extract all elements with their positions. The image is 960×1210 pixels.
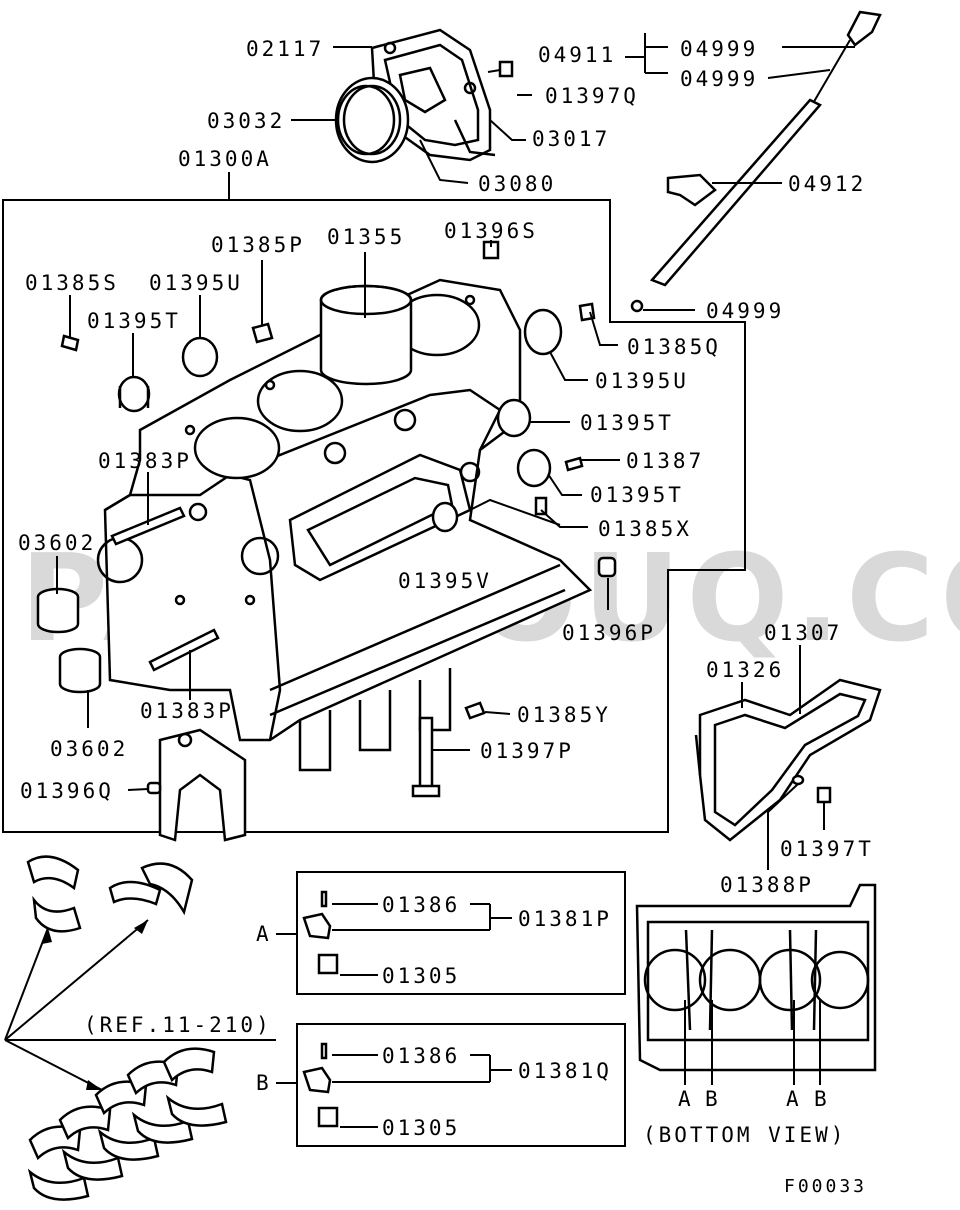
bolt-01397p[interactable] xyxy=(411,716,441,798)
cap-01395t-right-upper[interactable] xyxy=(496,398,532,438)
thrust-bearing-upper[interactable] xyxy=(26,855,82,933)
label-04911[interactable]: 04911 xyxy=(538,43,616,67)
block-bottom-view[interactable] xyxy=(635,883,877,1085)
label-01395u-right[interactable]: 01395U xyxy=(595,369,689,393)
oil-jet-a[interactable] xyxy=(302,890,339,975)
leader-lines xyxy=(56,33,855,1128)
label-01396q[interactable]: 01396Q xyxy=(20,779,114,803)
label-01300a[interactable]: 01300A xyxy=(178,147,272,171)
label-bottom-view: (BOTTOM VIEW) xyxy=(643,1123,846,1147)
label-01396p[interactable]: 01396P xyxy=(562,621,656,645)
label-01305-a[interactable]: 01305 xyxy=(382,964,460,988)
label-03602-upper[interactable]: 03602 xyxy=(18,531,96,555)
bushing-upper[interactable] xyxy=(36,587,80,634)
label-01386-a[interactable]: 01386 xyxy=(382,893,460,917)
cap-01395v[interactable] xyxy=(431,501,459,533)
dowel-01396q[interactable] xyxy=(146,781,162,795)
label-01387[interactable]: 01387 xyxy=(626,449,704,473)
reference-arrows xyxy=(4,919,276,1091)
label-01386-b[interactable]: 01386 xyxy=(382,1044,460,1068)
label-01385p[interactable]: 01385P xyxy=(211,233,305,257)
label-01397p[interactable]: 01397P xyxy=(480,739,574,763)
cap-01395u-left[interactable] xyxy=(181,336,219,378)
label-01381q[interactable]: 01381Q xyxy=(518,1059,612,1083)
label-01383p-upper[interactable]: 01383P xyxy=(98,449,192,473)
label-bottom-b1: B xyxy=(705,1087,721,1111)
main-bearing-set[interactable] xyxy=(27,1047,228,1201)
dipstick-guide-tube[interactable] xyxy=(630,98,822,313)
label-bottom-a2: A xyxy=(786,1087,802,1111)
label-01383p-lower[interactable]: 01383P xyxy=(140,699,234,723)
label-01385y[interactable]: 01385Y xyxy=(517,703,611,727)
label-01395t-right[interactable]: 01395T xyxy=(580,411,674,435)
part-labels: 02117 04911 04999 04999 01397Q 03032 030… xyxy=(18,37,874,1197)
cap-01395t-right-lower[interactable] xyxy=(516,448,552,488)
label-01385s[interactable]: 01385S xyxy=(25,271,119,295)
cylinder-block[interactable] xyxy=(96,278,593,772)
label-04999-upper[interactable]: 04999 xyxy=(680,37,758,61)
label-01395t-left[interactable]: 01395T xyxy=(87,309,181,333)
label-04999-lower[interactable]: 04999 xyxy=(706,299,784,323)
main-bearing-cap[interactable] xyxy=(158,728,247,842)
pin-01387[interactable] xyxy=(564,456,584,472)
stud-bolt-upper[interactable] xyxy=(110,506,186,546)
label-01305-b[interactable]: 01305 xyxy=(382,1116,460,1140)
label-01396s[interactable]: 01396S xyxy=(444,219,538,243)
cap-01395u-right[interactable] xyxy=(523,308,563,356)
label-01395u-left[interactable]: 01395U xyxy=(149,271,243,295)
plug-01396p[interactable] xyxy=(597,556,617,578)
label-box-b: B xyxy=(256,1071,272,1095)
plug-01385x[interactable] xyxy=(534,496,548,516)
bolt-01397q[interactable] xyxy=(487,60,514,78)
bushing-lower[interactable] xyxy=(58,647,102,694)
label-04999-middle[interactable]: 04999 xyxy=(680,67,758,91)
label-01385q[interactable]: 01385Q xyxy=(627,335,721,359)
label-box-a: A xyxy=(256,922,272,946)
label-03602-lower[interactable]: 03602 xyxy=(50,737,128,761)
oil-seal-ring[interactable] xyxy=(334,76,410,164)
label-03080[interactable]: 03080 xyxy=(478,172,556,196)
stud-bolt-lower[interactable] xyxy=(148,628,220,672)
plug-01385y[interactable] xyxy=(464,701,486,720)
label-01395t-lower[interactable]: 01395T xyxy=(590,483,684,507)
label-01385x[interactable]: 01385X xyxy=(598,517,692,541)
label-01307[interactable]: 01307 xyxy=(764,621,842,645)
thrust-washer[interactable] xyxy=(108,862,194,916)
label-03017[interactable]: 03017 xyxy=(532,127,610,151)
detail-box-b xyxy=(296,1023,626,1147)
label-01397q[interactable]: 01397Q xyxy=(545,84,639,108)
label-01395v[interactable]: 01395V xyxy=(398,569,492,593)
label-03032[interactable]: 03032 xyxy=(207,109,285,133)
plug-01385p[interactable] xyxy=(251,322,274,344)
oil-dipstick[interactable] xyxy=(811,10,882,106)
oil-pan-gasket[interactable] xyxy=(698,678,882,842)
label-01381p[interactable]: 01381P xyxy=(518,907,612,931)
label-01326[interactable]: 01326 xyxy=(706,658,784,682)
label-01397t[interactable]: 01397T xyxy=(780,837,874,861)
gasket-01326[interactable] xyxy=(694,734,702,776)
plug-01385s[interactable] xyxy=(60,334,80,352)
label-02117[interactable]: 02117 xyxy=(246,37,324,61)
label-04912[interactable]: 04912 xyxy=(788,172,866,196)
label-01388p[interactable]: 01388P xyxy=(720,873,814,897)
label-bottom-a1: A xyxy=(678,1087,694,1111)
oring-01388p[interactable] xyxy=(791,774,805,786)
label-ref-11-210[interactable]: (REF.11-210) xyxy=(84,1013,272,1037)
bolt-01397t[interactable] xyxy=(816,786,832,804)
label-bottom-b2: B xyxy=(814,1087,830,1111)
label-01355[interactable]: 01355 xyxy=(327,225,405,249)
figure-code: F00033 xyxy=(784,1176,867,1197)
cap-01395t-left[interactable] xyxy=(117,375,151,413)
oil-jet-b[interactable] xyxy=(302,1042,339,1128)
